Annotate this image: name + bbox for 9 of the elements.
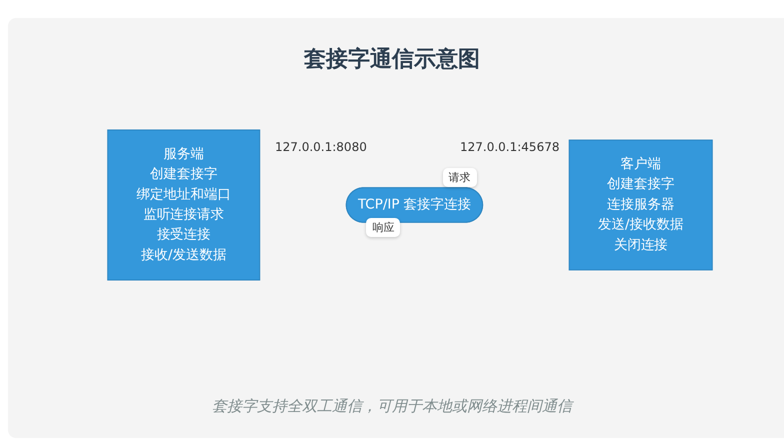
process-box: TCP/IP 套接字连接 <box>346 187 484 223</box>
tag-label: 响应 <box>366 218 400 238</box>
tag-label: 请求 <box>442 168 477 187</box>
caption: 套接字支持全双工通信，可用于本地或网络进程间通信 <box>211 397 575 416</box>
process-box: 服务端 创建套接字 绑定地址和端口 监听连接请求 接受连接 接收/发送数据 <box>107 129 260 281</box>
diagram-title: 套接字通信示意图 <box>302 46 481 74</box>
process-box: 客户端 创建套接字 连接服务器 发送/接收数据 关闭连接 <box>568 140 713 270</box>
address-label: 127.0.0.1:45678 <box>460 140 560 154</box>
address-label: 127.0.0.1:8080 <box>275 140 367 154</box>
